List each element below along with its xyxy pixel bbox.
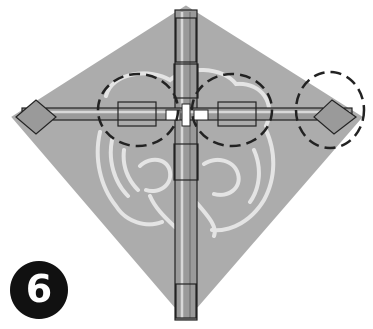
step-number: 6 [26, 267, 52, 311]
vertical-spar [175, 10, 197, 320]
step-badge-icon: 6 [10, 261, 68, 319]
